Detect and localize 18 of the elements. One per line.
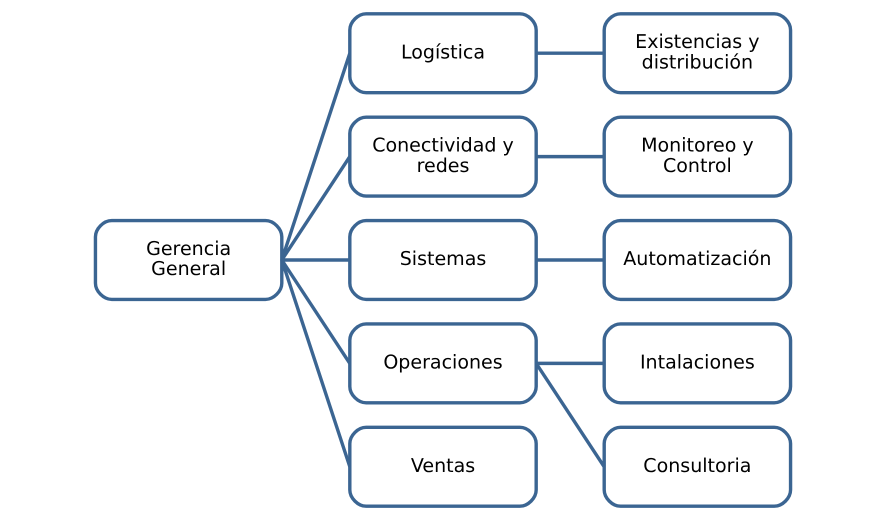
node-box: Operaciones bbox=[348, 322, 538, 405]
connector bbox=[536, 362, 604, 366]
node-box: Automatización bbox=[602, 218, 792, 302]
node-box: Intalaciones bbox=[602, 322, 792, 405]
node-box: Consultoria bbox=[602, 426, 792, 508]
node-box: Ventas bbox=[348, 426, 538, 508]
connector bbox=[280, 259, 351, 468]
node-box: Existencias y distribución bbox=[602, 12, 792, 94]
node-box: Gerencia General bbox=[93, 218, 283, 302]
connector bbox=[536, 52, 604, 55]
node-box: Logística bbox=[348, 12, 538, 94]
connector bbox=[280, 52, 351, 261]
connector bbox=[281, 258, 350, 262]
node-box: Sistemas bbox=[348, 218, 538, 302]
node-box: Monitoreo y Control bbox=[602, 115, 792, 198]
connector bbox=[536, 258, 604, 262]
node-box: Conectividad y redes bbox=[348, 115, 538, 198]
connector bbox=[536, 154, 604, 158]
